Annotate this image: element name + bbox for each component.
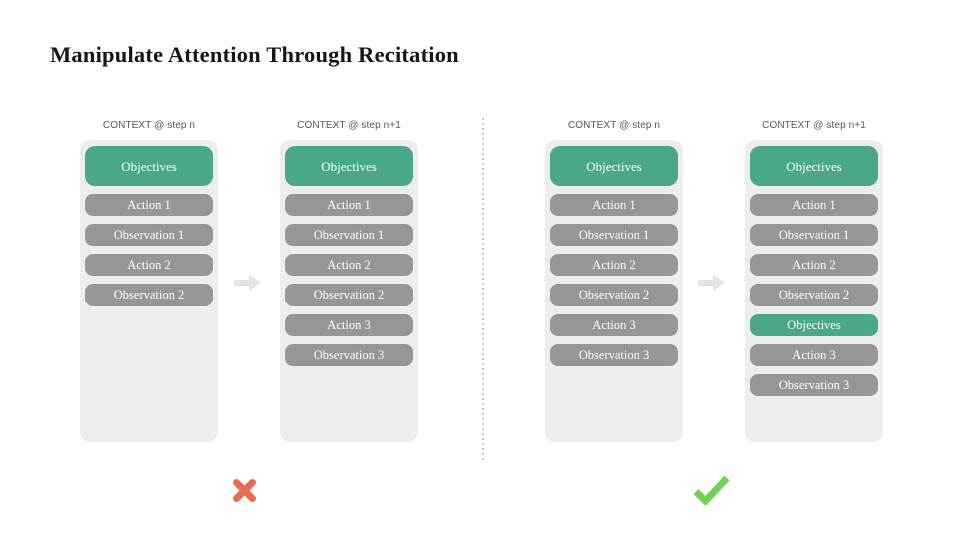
context-item-action: Action 1	[550, 194, 678, 216]
x-mark-icon	[231, 477, 258, 509]
context-item-observation: Observation 2	[285, 284, 413, 306]
context-item-objectives: Objectives	[750, 146, 878, 186]
context-item-objectives: Objectives	[285, 146, 413, 186]
context-item-observation: Observation 2	[550, 284, 678, 306]
context-item-action: Action 3	[550, 314, 678, 336]
context-item-observation: Observation 2	[750, 284, 878, 306]
context-item-objectives: Objectives	[85, 146, 213, 186]
context-item-observation: Observation 1	[285, 224, 413, 246]
context-item-observation: Observation 3	[285, 344, 413, 366]
context-item-action: Action 2	[550, 254, 678, 276]
context-label-step-n: CONTEXT @ step n	[567, 120, 661, 131]
context-item-observation: Observation 3	[550, 344, 678, 366]
context-item-action: Action 3	[285, 314, 413, 336]
context-panel: Objectives Action 1 Observation 1 Action…	[80, 140, 218, 442]
context-panel: Objectives Action 1 Observation 1 Action…	[545, 140, 683, 442]
context-label-step-n: CONTEXT @ step n	[102, 120, 196, 131]
check-mark-icon	[691, 474, 732, 510]
context-item-action: Action 1	[750, 194, 878, 216]
context-item-observation: Observation 1	[750, 224, 878, 246]
arrow-right-icon	[234, 274, 262, 292]
context-item-action: Action 2	[750, 254, 878, 276]
context-item-observation: Observation 3	[750, 374, 878, 396]
context-item-objectives-recited: Objectives	[750, 314, 878, 336]
context-label-step-n1: CONTEXT @ step n+1	[297, 120, 401, 131]
arrow-right-icon	[698, 274, 726, 292]
context-panel: Objectives Action 1 Observation 1 Action…	[280, 140, 418, 442]
context-item-action: Action 1	[85, 194, 213, 216]
context-item-observation: Observation 2	[85, 284, 213, 306]
context-item-action: Action 2	[85, 254, 213, 276]
context-item-objectives: Objectives	[550, 146, 678, 186]
context-panel: Objectives Action 1 Observation 1 Action…	[745, 140, 883, 442]
context-item-observation: Observation 1	[550, 224, 678, 246]
context-item-action: Action 2	[285, 254, 413, 276]
context-item-observation: Observation 1	[85, 224, 213, 246]
context-item-action: Action 3	[750, 344, 878, 366]
context-item-action: Action 1	[285, 194, 413, 216]
page-title: Manipulate Attention Through Recitation	[50, 42, 459, 67]
context-label-step-n1: CONTEXT @ step n+1	[762, 120, 866, 131]
divider	[482, 118, 484, 462]
